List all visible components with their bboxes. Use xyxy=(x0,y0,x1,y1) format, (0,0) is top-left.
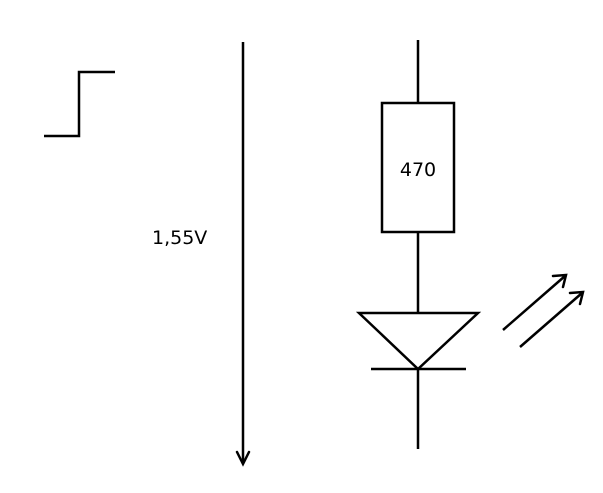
step-signal-symbol xyxy=(44,70,115,138)
resistor-body xyxy=(380,101,456,234)
voltage-arrow-head xyxy=(235,450,251,467)
emission-arrowhead-1 xyxy=(551,273,568,289)
light-emission-arrows xyxy=(502,273,585,348)
voltage-label: 1,55V xyxy=(152,227,207,249)
resistor-value-label: 470 xyxy=(400,159,436,181)
emission-arrow-2 xyxy=(519,292,583,348)
led-diode-triangle xyxy=(355,311,482,371)
emission-arrow-1 xyxy=(502,275,566,331)
emission-arrowhead-2 xyxy=(568,290,585,306)
